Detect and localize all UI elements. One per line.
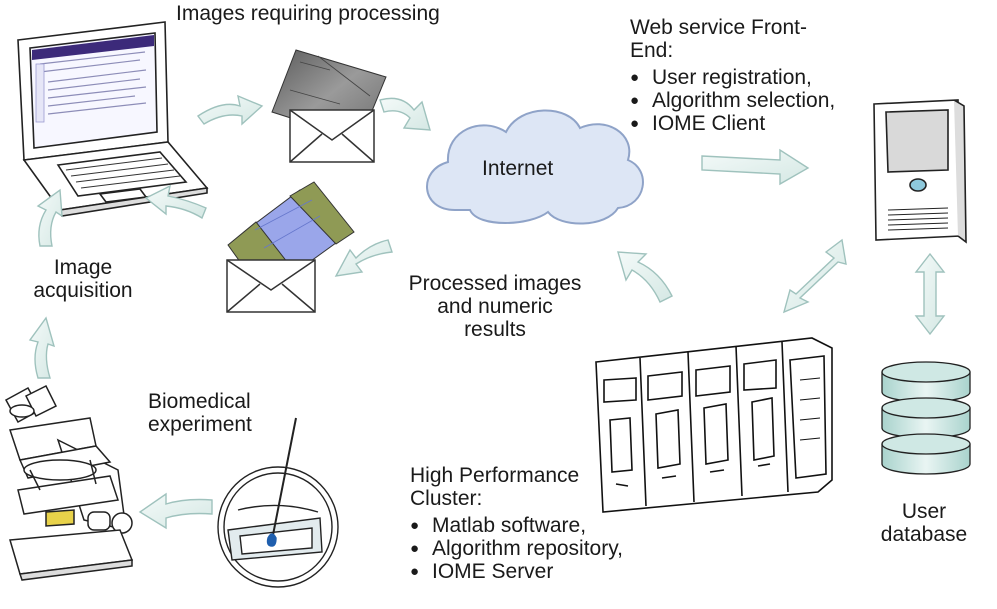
arrow-internet-to-server bbox=[701, 148, 810, 186]
arrow-upload-to-internet bbox=[379, 97, 431, 131]
processed-results-label: Processed images and numeric results bbox=[408, 272, 582, 341]
flow-arrows bbox=[28, 94, 946, 530]
image-envelope-top bbox=[271, 49, 387, 163]
arrow-acquisition-to-laptop bbox=[36, 188, 63, 247]
arrow-result-return bbox=[334, 239, 393, 277]
biomedical-experiment-label: Biomedical experiment bbox=[148, 390, 252, 436]
server-icon bbox=[873, 99, 967, 244]
arrow-laptop-to-upload bbox=[196, 94, 264, 126]
hpc-item: Matlab software, bbox=[410, 514, 623, 537]
arrow-server-cluster bbox=[782, 238, 847, 314]
database-icon bbox=[881, 361, 971, 475]
web-service-item: Algorithm selection, bbox=[630, 89, 835, 112]
arrow-experiment-to-microscope bbox=[138, 492, 213, 530]
web-service-title: Web service Front- End: bbox=[630, 16, 807, 62]
internet-cloud bbox=[426, 109, 644, 225]
hpc-item: IOME Server bbox=[410, 560, 623, 583]
arrow-server-database bbox=[914, 252, 946, 336]
web-service-item: IOME Client bbox=[630, 112, 835, 135]
hpc-title: High Performance Cluster: bbox=[410, 464, 580, 510]
user-database-label: User database bbox=[880, 500, 968, 546]
petri-dish-icon bbox=[217, 417, 339, 588]
result-envelope bbox=[226, 181, 355, 313]
hpc-list: Matlab software, Algorithm repository, I… bbox=[410, 514, 623, 583]
arrow-microscope-to-acquisition bbox=[28, 316, 56, 379]
web-service-list: User registration, Algorithm selection, … bbox=[630, 66, 835, 135]
hpc-item: Algorithm repository, bbox=[410, 537, 623, 560]
web-service-item: User registration, bbox=[630, 66, 835, 89]
hpc-cluster-icon bbox=[595, 337, 833, 513]
arrow-cluster-to-internet bbox=[617, 251, 673, 303]
microscope-icon bbox=[4, 384, 134, 581]
image-acquisition-label: Image acquisition bbox=[33, 256, 133, 302]
internet-label: Internet bbox=[482, 157, 554, 180]
laptop-icon bbox=[17, 21, 209, 217]
arrow-result-to-laptop bbox=[144, 184, 207, 220]
images-requiring-processing-label: Images requiring processing bbox=[176, 2, 440, 25]
